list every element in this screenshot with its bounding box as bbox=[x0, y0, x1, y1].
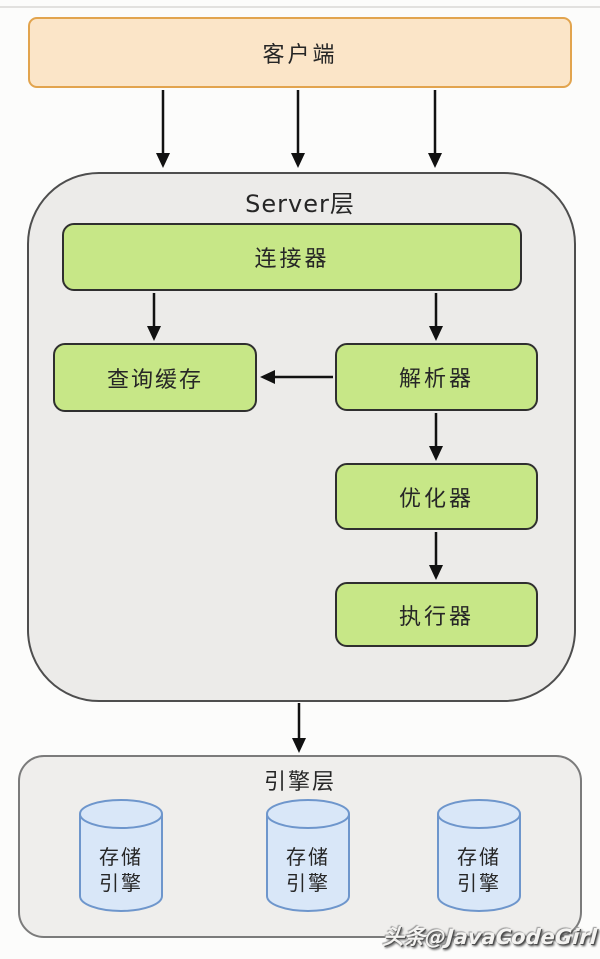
node-parser: 解析器 bbox=[335, 343, 538, 411]
storage-engine-label-line1: 存储 bbox=[457, 845, 501, 869]
storage-engine-label: 存储 引擎 bbox=[264, 844, 352, 896]
watermark: 头条@JavaCodeGirl bbox=[382, 925, 598, 949]
database-cylinder-icon bbox=[266, 799, 350, 912]
node-optimizer: 优化器 bbox=[335, 463, 538, 530]
storage-engine-label-line2: 引擎 bbox=[286, 871, 330, 895]
storage-engine-1: 存储 引擎 bbox=[77, 797, 165, 913]
node-client: 客户端 bbox=[28, 17, 572, 88]
database-cylinder-icon bbox=[79, 799, 163, 912]
server-layer-title: Server层 bbox=[245, 190, 355, 218]
node-executor: 执行器 bbox=[335, 582, 538, 647]
top-divider bbox=[0, 6, 600, 8]
storage-engine-3: 存储 引擎 bbox=[435, 797, 523, 913]
engine-layer-title: 引擎层 bbox=[263, 770, 336, 795]
storage-engine-label-line2: 引擎 bbox=[457, 871, 501, 895]
node-connector: 连接器 bbox=[62, 223, 522, 291]
storage-engine-label: 存储 引擎 bbox=[77, 844, 165, 896]
storage-engine-label-line1: 存储 bbox=[286, 845, 330, 869]
storage-engine-2: 存储 引擎 bbox=[264, 797, 352, 913]
node-query-cache: 查询缓存 bbox=[53, 343, 257, 412]
storage-engine-label: 存储 引擎 bbox=[435, 844, 523, 896]
storage-engine-label-line2: 引擎 bbox=[99, 871, 143, 895]
storage-engine-label-line1: 存储 bbox=[99, 845, 143, 869]
database-cylinder-icon bbox=[437, 799, 521, 912]
